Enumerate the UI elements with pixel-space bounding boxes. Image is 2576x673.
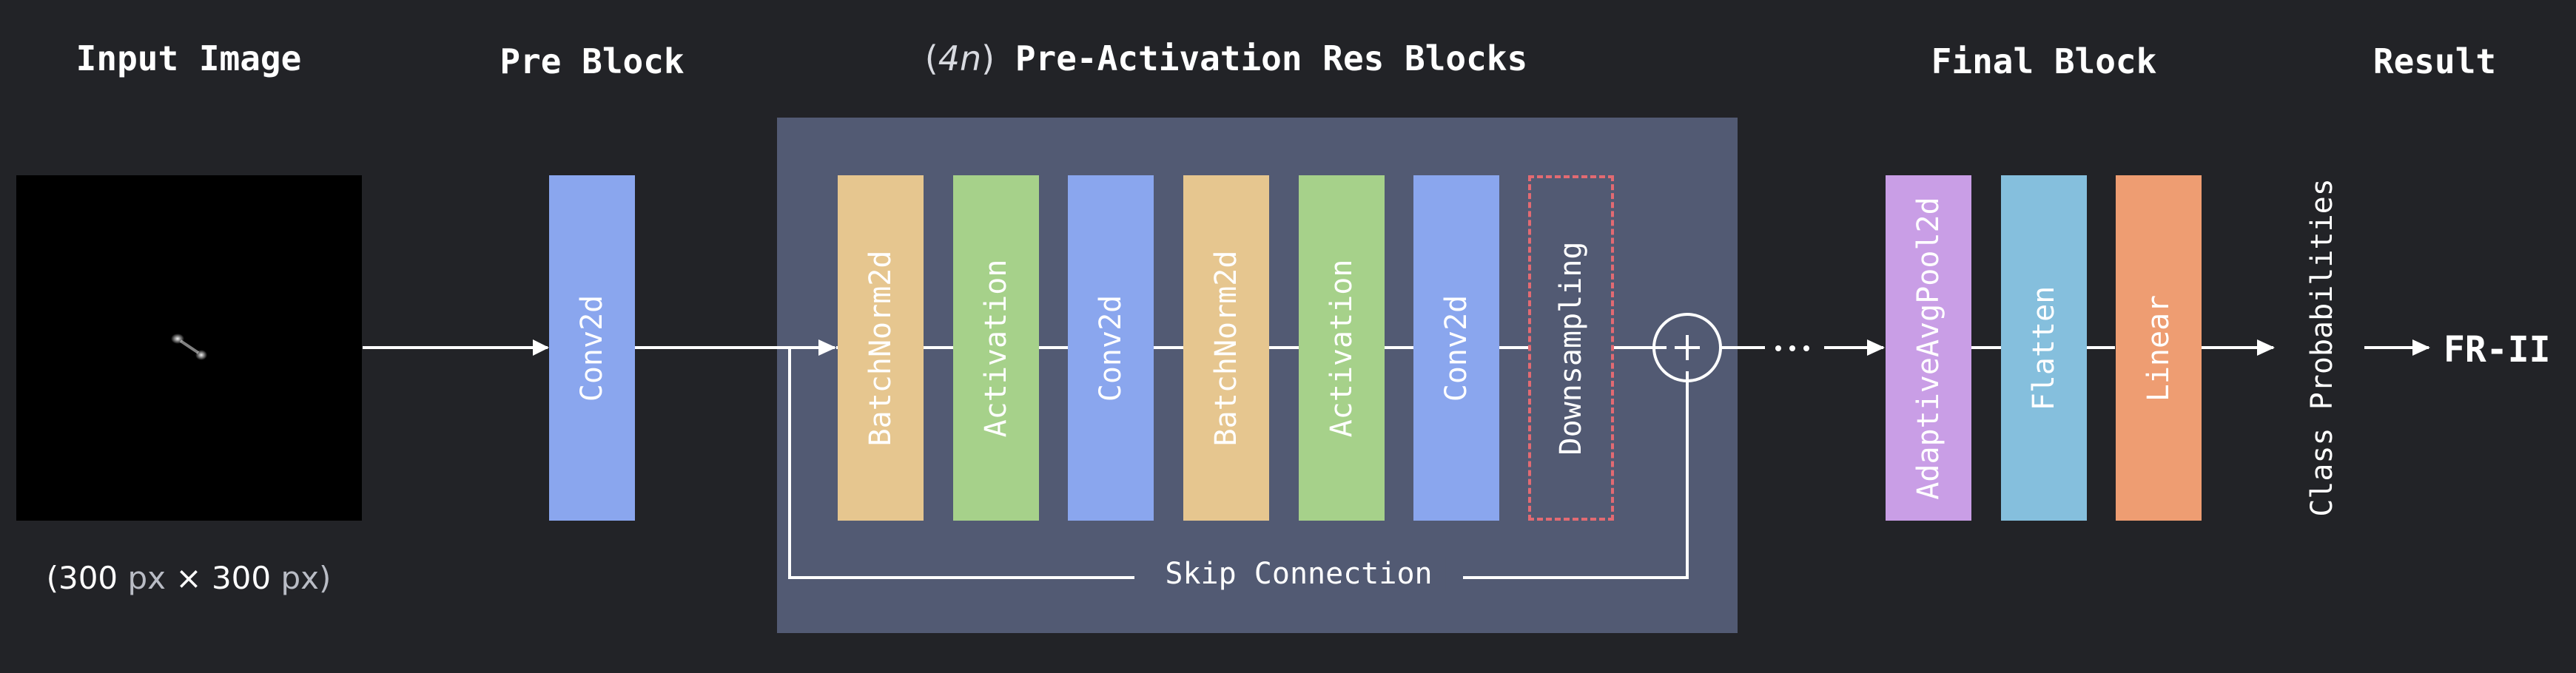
caption-unit-2: px) <box>280 560 332 596</box>
res-block-label: BatchNorm2d <box>864 250 898 446</box>
res-multiplier-value: 4n <box>938 38 982 78</box>
input-image <box>16 175 362 521</box>
res-block-label: Activation <box>1325 259 1359 437</box>
title-res-blocks: (4n) Pre-Activation Res Blocks <box>925 38 1527 78</box>
class-probabilities-label: Class Probabilities <box>2305 178 2339 517</box>
pre-block-conv2d-label: Conv2d <box>575 294 609 402</box>
ellipsis-dot-2 <box>1789 345 1795 351</box>
input-image-caption: (300 px × 300 px) <box>47 560 332 596</box>
title-result: Result <box>2372 41 2497 81</box>
caption-times: × <box>175 560 202 596</box>
caption-unit-1: px <box>127 560 167 596</box>
res-block-conv2d-1: Conv2d <box>1068 175 1154 521</box>
final-block-label: Linear <box>2142 294 2176 402</box>
res-title-text: Pre-Activation Res Blocks <box>1015 38 1528 78</box>
result-value: FR-II <box>2444 329 2551 371</box>
ellipsis-dot-1 <box>1775 345 1781 351</box>
res-block-activation-1: Activation <box>953 175 1039 521</box>
adder-circle <box>1652 313 1722 382</box>
caption-height: 300 <box>211 560 272 596</box>
skip-path-right <box>1463 371 1689 579</box>
final-block-linear: Linear <box>2116 175 2202 521</box>
input-image-content <box>171 334 207 360</box>
skip-path-left <box>788 348 1134 579</box>
res-block-label: Conv2d <box>1094 294 1128 402</box>
title-input-image: Input Image <box>75 38 302 78</box>
res-multiplier: (4n) <box>924 38 995 78</box>
res-block-downsampling: Downsampling <box>1528 175 1614 521</box>
pre-block-conv2d: Conv2d <box>549 175 635 521</box>
res-block-conv2d-2: Conv2d <box>1413 175 1499 521</box>
res-block-label: Downsampling <box>1554 241 1588 455</box>
final-block-label: Flatten <box>2027 285 2061 410</box>
res-block-label: Conv2d <box>1439 294 1473 402</box>
final-block-label: AdaptiveAvgPool2d <box>1911 196 1946 500</box>
res-block-label: Activation <box>979 259 1013 437</box>
final-block-adaptiveavgpool2d: AdaptiveAvgPool2d <box>1886 175 1971 521</box>
res-block-activation-2: Activation <box>1299 175 1385 521</box>
res-block-batchnorm2d-2: BatchNorm2d <box>1183 175 1269 521</box>
res-block-batchnorm2d-1: BatchNorm2d <box>838 175 924 521</box>
title-pre-block: Pre Block <box>500 41 685 81</box>
res-block-label: BatchNorm2d <box>1209 250 1243 446</box>
caption-width: (300 <box>46 560 118 596</box>
title-final-block: Final Block <box>1931 41 2157 81</box>
final-block-flatten: Flatten <box>2001 175 2087 521</box>
skip-connection-label: Skip Connection <box>1151 557 1446 591</box>
ellipsis-dot-3 <box>1803 345 1809 351</box>
